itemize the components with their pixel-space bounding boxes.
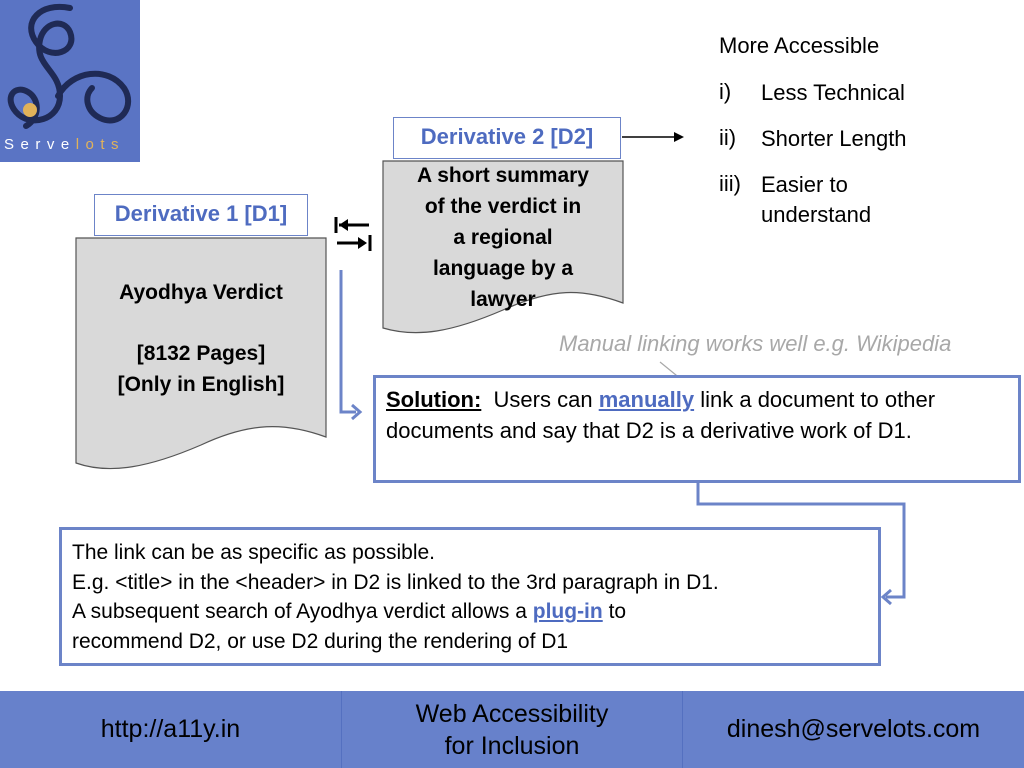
footer-website-link[interactable]: http://a11y.in (100, 715, 241, 743)
d1-pages: [8132 Pages] (136, 342, 266, 365)
link-explanation-box: The link can be as specific as possible.… (59, 527, 881, 666)
solution-box: Solution: Users can manually link a docu… (373, 375, 1021, 483)
list-item-number: ii) (719, 125, 737, 150)
derivative-2-document: A short summary of the verdict in a regi… (382, 160, 624, 342)
derivative-2-label: Derivative 2 [D2] (393, 117, 621, 159)
logo-swirl-icon (7, 3, 132, 129)
document-shape (382, 160, 624, 334)
list-item-number: iii) (719, 171, 741, 196)
footer-email-link[interactable]: dinesh@servelots.com (726, 715, 981, 743)
solution-text: Solution: Users can manually link a docu… (386, 387, 936, 443)
derivative-1-label: Derivative 1 [D1] (94, 194, 308, 236)
list-item-number: i) (719, 79, 732, 104)
solution-label: Solution: (386, 387, 482, 412)
footer-title: Web Accessibility for Inclusion (341, 691, 683, 768)
more-accessible-heading: More Accessible (719, 33, 880, 58)
d1-language: [Only in English] (117, 373, 285, 396)
d1-title: Ayodhya Verdict (119, 281, 283, 304)
footer: http://a11y.in Web Accessibility for Inc… (0, 691, 1024, 768)
servelots-logo: Servelots (0, 0, 140, 162)
swap-arrows-icon (334, 217, 372, 251)
arrow-right-icon (622, 132, 684, 142)
document-shape (75, 237, 327, 470)
list-item-text: Shorter Length (761, 126, 907, 151)
derivative-1-document: Ayodhya Verdict [8132 Pages] [Only in En… (75, 237, 327, 485)
link-explanation-text: The link can be as specific as possible.… (72, 541, 719, 653)
derivative-2-summary: A short summary of the verdict in a regi… (417, 164, 589, 311)
plug-in-link[interactable]: plug-in (532, 600, 603, 623)
logo-wordmark: Servelots (4, 136, 126, 153)
manually-link[interactable]: manually (598, 387, 695, 412)
manual-linking-note: Manual linking works well e.g. Wikipedia (559, 331, 952, 356)
list-item-text: Easier to understand (761, 172, 872, 227)
list-item-text: Less Technical (761, 80, 905, 105)
